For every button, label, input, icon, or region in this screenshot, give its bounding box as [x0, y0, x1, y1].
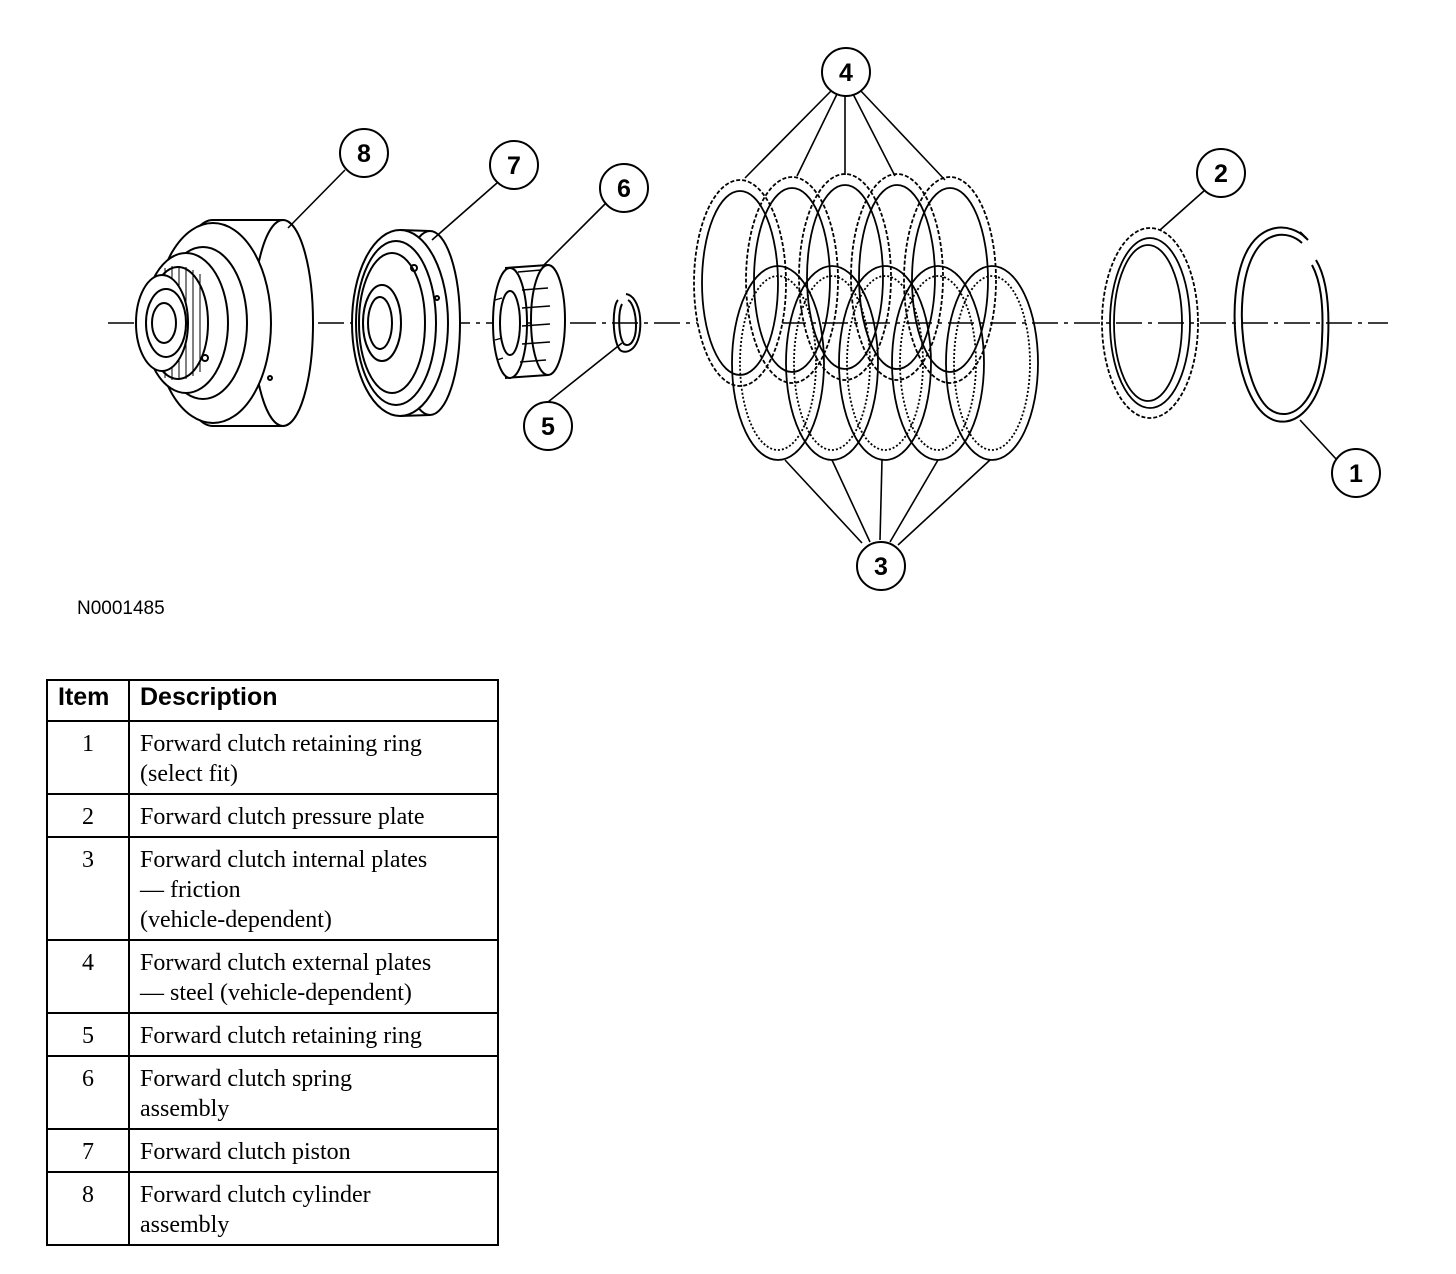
callout-circle-4: [821, 47, 871, 97]
legend-item-description: Forward clutch pressure plate: [128, 793, 499, 838]
figure-id-label: N0001485: [77, 598, 165, 619]
callout-label-4: 4: [839, 59, 853, 87]
callout-label-1: 1: [1349, 460, 1363, 488]
table-row: 1 Forward clutch retaining ring (select …: [46, 720, 499, 795]
legend-item-number: 1: [46, 720, 130, 795]
legend-table: Item Description 1 Forward clutch retain…: [46, 679, 499, 1246]
table-row: 4 Forward clutch external plates — steel…: [46, 939, 499, 1014]
callout-circle-2: [1196, 148, 1246, 198]
table-row: 6 Forward clutch spring assembly: [46, 1055, 499, 1130]
pressure-plate-part: [1101, 227, 1199, 419]
callout-circle-6: [599, 163, 649, 213]
table-row: 5 Forward clutch retaining ring: [46, 1012, 499, 1057]
legend-item-description: Forward clutch spring assembly: [128, 1055, 499, 1130]
callout-circle-7: [489, 140, 539, 190]
legend-header-description: Description: [128, 679, 499, 722]
legend-item-number: 7: [46, 1128, 130, 1173]
select-fit-retaining-ring-part: [1233, 226, 1330, 423]
callout-circle-1: [1331, 448, 1381, 498]
callout-label-6: 6: [617, 175, 631, 203]
clutch-piston-part: [351, 229, 461, 417]
legend-header-item: Item: [46, 679, 130, 722]
table-row: 2 Forward clutch pressure plate: [46, 793, 499, 838]
callout-circle-3: [856, 541, 906, 591]
legend-item-description: Forward clutch internal plates — frictio…: [128, 836, 499, 941]
callout-label-7: 7: [507, 152, 521, 180]
legend-item-description: Forward clutch retaining ring (select fi…: [128, 720, 499, 795]
legend-item-description: Forward clutch retaining ring: [128, 1012, 499, 1057]
legend-item-description: Forward clutch piston: [128, 1128, 499, 1173]
table-row: 7 Forward clutch piston: [46, 1128, 499, 1173]
table-row: 3 Forward clutch internal plates — frict…: [46, 836, 499, 941]
callout-label-8: 8: [357, 140, 371, 168]
legend-item-number: 3: [46, 836, 130, 941]
legend-header-row: Item Description: [46, 679, 499, 722]
spring-assembly-part: [492, 264, 566, 379]
exploded-view-diagram: 1 2 3 4 5 6 7 8: [0, 0, 1456, 600]
callout-circle-8: [339, 128, 389, 178]
legend-item-number: 2: [46, 793, 130, 838]
callout-label-3: 3: [874, 553, 888, 581]
callout-label-2: 2: [1214, 160, 1228, 188]
small-retaining-ring-part: [612, 293, 642, 353]
legend-item-description: Forward clutch external plates — steel (…: [128, 939, 499, 1014]
clutch-cylinder-part: [135, 219, 314, 427]
steel-plates-part: [693, 173, 997, 387]
legend-item-number: 5: [46, 1012, 130, 1057]
leader-lines: [287, 89, 1338, 546]
table-row: 8 Forward clutch cylinder assembly: [46, 1171, 499, 1246]
callout-label-5: 5: [541, 413, 555, 441]
callout-circle-5: [523, 401, 573, 451]
legend-item-number: 4: [46, 939, 130, 1014]
legend-item-description: Forward clutch cylinder assembly: [128, 1171, 499, 1246]
legend-item-number: 6: [46, 1055, 130, 1130]
legend-item-number: 8: [46, 1171, 130, 1246]
